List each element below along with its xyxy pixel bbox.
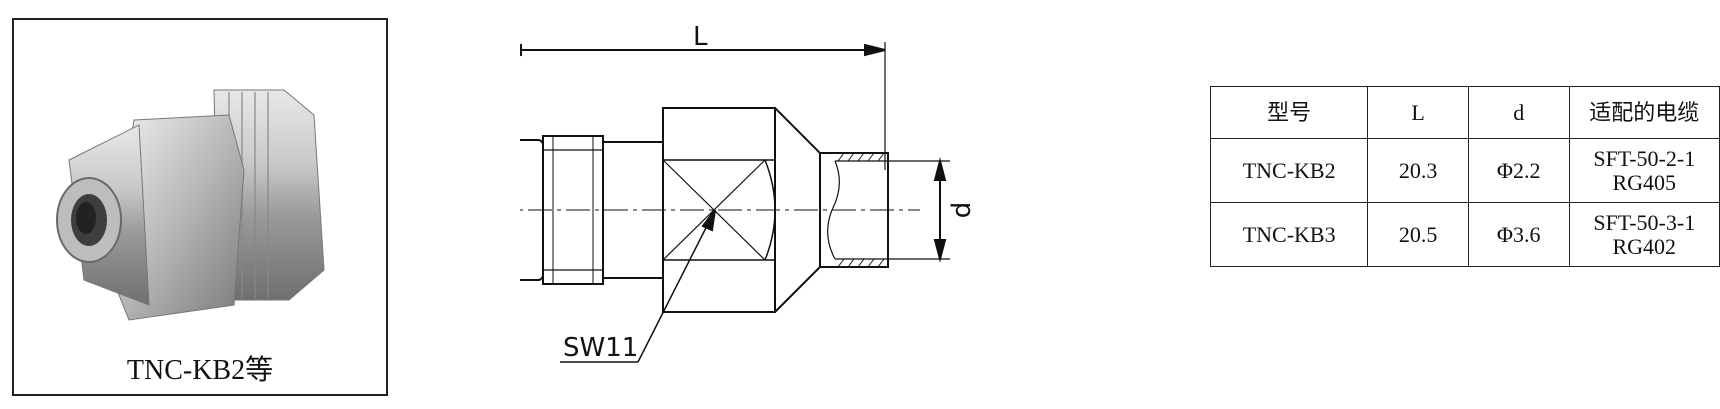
cable-name: RG405: [1612, 169, 1677, 195]
wrench-leader-line: [637, 209, 716, 363]
tube-hatching: [837, 152, 885, 268]
arrow-right: [864, 43, 886, 57]
cell-cable: SFT-50-2-1 RG405: [1568, 138, 1720, 203]
header-diameter: d: [1467, 86, 1570, 139]
photo-caption: TNC-KB2等: [126, 355, 274, 386]
cell-length: 20.3: [1367, 138, 1469, 203]
length-label: L: [693, 22, 708, 52]
table-row: TNC-KB3 20.5 Φ3.6 SFT-50-3-1 RG402: [1209, 202, 1720, 267]
table-header-row: 型号 L d 适配的电缆: [1209, 86, 1720, 139]
header-length: L: [1367, 86, 1469, 139]
cell-cable: SFT-50-3-1 RG402: [1568, 202, 1720, 267]
technical-drawing: L d SW11: [520, 22, 977, 363]
arrow-left: [520, 43, 522, 57]
connector-photo: [56, 89, 325, 321]
cell-model: TNC-KB3: [1209, 202, 1369, 267]
cell-diameter: Φ2.2: [1467, 138, 1570, 203]
cell-length: 20.5: [1367, 202, 1469, 267]
header-cable: 适配的电缆: [1568, 86, 1720, 139]
cable-name: RG402: [1612, 233, 1677, 259]
spec-table: 型号 L d 适配的电缆 TNC-KB2 20.3 Φ2.2 SFT-50-2-…: [1209, 86, 1720, 267]
table-row: TNC-KB2 20.3 Φ2.2 SFT-50-2-1 RG405: [1209, 138, 1720, 203]
cable-name: SFT-50-2-1: [1593, 145, 1696, 171]
product-photo-frame: TNC-KB2等: [12, 18, 388, 396]
cell-model: TNC-KB2: [1209, 138, 1369, 203]
header-model: 型号: [1209, 86, 1369, 139]
cell-diameter: Φ3.6: [1467, 202, 1570, 267]
diameter-label: d: [947, 202, 977, 219]
cable-name: SFT-50-3-1: [1593, 209, 1696, 235]
wrench-size-label: SW11: [563, 333, 638, 363]
